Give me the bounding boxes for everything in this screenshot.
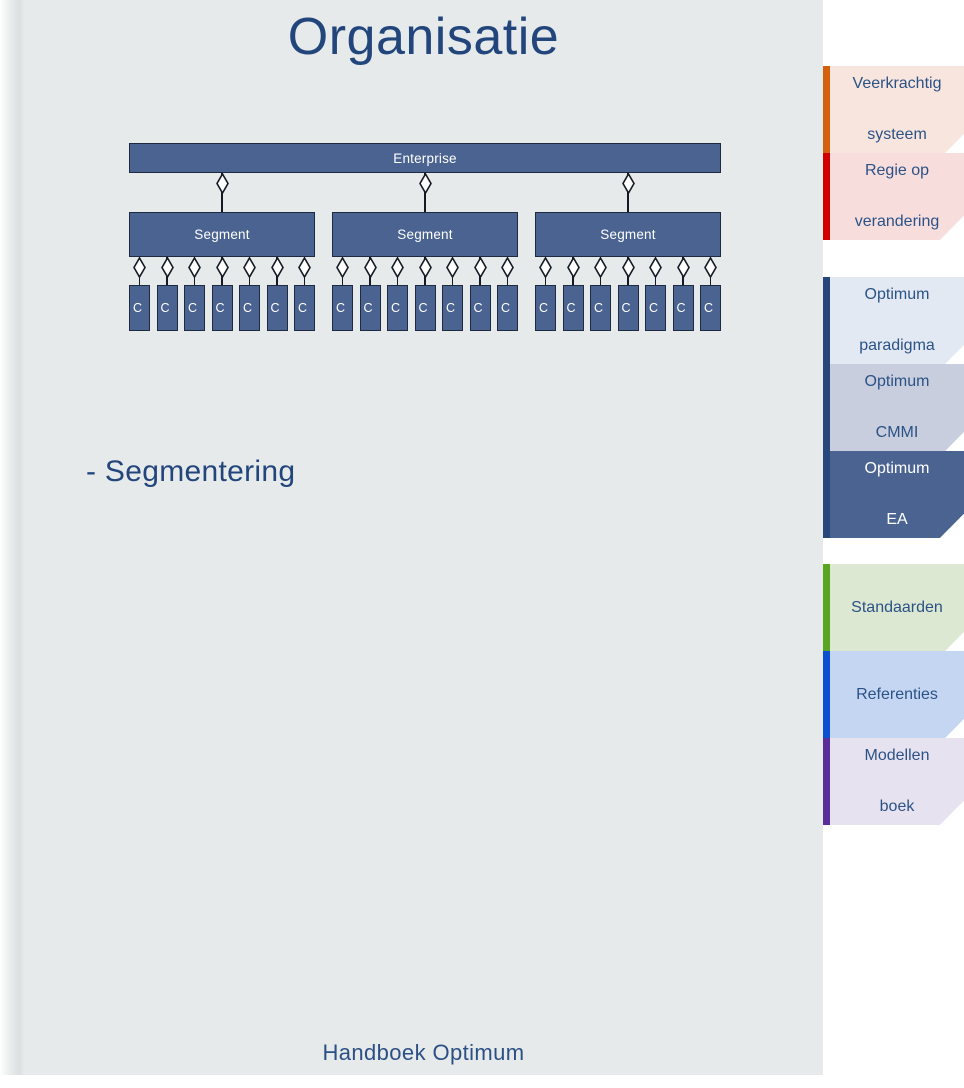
- uml-node-class: C: [645, 285, 666, 331]
- uml-aggregation-diamond: [418, 173, 432, 194]
- tab-label: Optimum: [864, 459, 930, 477]
- uml-aggregation-diamond: [446, 257, 459, 278]
- tab-body: Veerkrachtig systeem: [830, 66, 964, 153]
- uml-aggregation-diamond: [704, 257, 717, 278]
- uml-node-class: C: [129, 285, 150, 331]
- uml-node-class: C: [617, 285, 639, 331]
- tab-label-line2: verandering: [854, 213, 940, 231]
- uml-aggregation-diamond: [594, 257, 607, 278]
- tab-label: Regie op: [864, 161, 930, 179]
- uml-aggregation-diamond: [418, 257, 432, 278]
- tab-body: Optimum paradigma: [830, 277, 964, 364]
- uml-node-class: C: [359, 285, 381, 331]
- tab-label: Veerkrachtig: [852, 74, 942, 92]
- uml-aggregation-diamond: [160, 257, 174, 278]
- uml-aggregation-diamond: [336, 257, 349, 278]
- uml-node-class: C: [700, 285, 721, 331]
- tab-label: Standaarden: [851, 598, 943, 616]
- uml-node-class: C: [672, 285, 694, 331]
- tab-referenties[interactable]: Referenties: [823, 651, 964, 738]
- uml-node-enterprise: Enterprise: [129, 143, 721, 173]
- tab-label-line2: boek: [879, 798, 915, 816]
- tab-accent-bar: [823, 651, 830, 738]
- tab-accent-bar: [823, 451, 830, 538]
- uml-node-class: C: [590, 285, 611, 331]
- tab-label-line2: CMMI: [875, 424, 919, 442]
- uml-aggregation-diamond: [363, 257, 377, 278]
- tab-veerkrachtig-systeem[interactable]: Veerkrachtig systeem: [823, 66, 964, 153]
- uml-node-class: C: [469, 285, 491, 331]
- uml-node-class: C: [387, 285, 408, 331]
- uml-aggregation-diamond: [215, 173, 229, 194]
- tab-label: Modellen: [864, 746, 930, 764]
- page-spine-shadow: [0, 0, 24, 1075]
- uml-node-class: C: [239, 285, 260, 331]
- tab-label-line2: paradigma: [859, 337, 935, 355]
- uml-node-class: C: [497, 285, 518, 331]
- tab-label: Optimum: [864, 372, 930, 390]
- tab-standaarden[interactable]: Standaarden: [823, 564, 964, 651]
- tab-label-line2: EA: [886, 511, 908, 529]
- uml-aggregation-diamond: [473, 257, 487, 278]
- uml-aggregation-diamond: [501, 257, 514, 278]
- uml-node-class: C: [442, 285, 463, 331]
- uml-aggregation-diamond: [566, 257, 580, 278]
- uml-node-segment: Segment: [129, 212, 315, 257]
- tab-label: Optimum: [864, 285, 930, 303]
- uml-aggregation-diamond: [539, 257, 552, 278]
- uml-node-class: C: [266, 285, 288, 331]
- uml-aggregation-diamond: [298, 257, 311, 278]
- uml-node-segment: Segment: [332, 212, 518, 257]
- uml-aggregation-diamond: [649, 257, 662, 278]
- tab-label-line2: systeem: [867, 126, 927, 144]
- tab-optimum-paradigma[interactable]: Optimum paradigma: [823, 277, 964, 364]
- uml-node-class: C: [332, 285, 353, 331]
- uml-aggregation-diamond: [391, 257, 404, 278]
- uml-node-class: C: [211, 285, 233, 331]
- uml-node-class: C: [414, 285, 436, 331]
- uml-aggregation-diamond: [270, 257, 284, 278]
- uml-aggregation-diamond: [133, 257, 146, 278]
- slide-footer: Handboek Optimum: [322, 1040, 525, 1065]
- uml-aggregation-diamond: [188, 257, 201, 278]
- tab-modellenboek[interactable]: Modellen boek: [823, 738, 964, 825]
- bullet-segmentering: - Segmentering: [86, 455, 296, 488]
- page-title: Organisatie: [287, 8, 560, 66]
- uml-node-class: C: [156, 285, 178, 331]
- tab-accent-bar: [823, 277, 830, 364]
- uml-aggregation-diamond: [243, 257, 256, 278]
- uml-node-class: C: [562, 285, 584, 331]
- tab-regie-op-verandering[interactable]: Regie op verandering: [823, 153, 964, 240]
- uml-aggregation-diamond: [621, 173, 635, 194]
- tab-accent-bar: [823, 153, 830, 240]
- uml-node-class: C: [535, 285, 556, 331]
- uml-aggregation-diamond: [676, 257, 690, 278]
- uml-node-class: C: [294, 285, 315, 331]
- tab-accent-bar: [823, 66, 830, 153]
- uml-aggregation-diamond: [215, 257, 229, 278]
- tab-body: Referenties: [830, 651, 964, 738]
- tab-accent-bar: [823, 564, 830, 651]
- tab-accent-bar: [823, 738, 830, 825]
- tab-body: Standaarden: [830, 564, 964, 651]
- tab-label: Referenties: [856, 685, 938, 703]
- uml-node-segment: Segment: [535, 212, 721, 257]
- uml-node-class: C: [184, 285, 205, 331]
- tab-accent-bar: [823, 364, 830, 451]
- tab-body: Regie op verandering: [830, 153, 964, 240]
- tab-body: Modellen boek: [830, 738, 964, 825]
- uml-aggregation-diamond: [621, 257, 635, 278]
